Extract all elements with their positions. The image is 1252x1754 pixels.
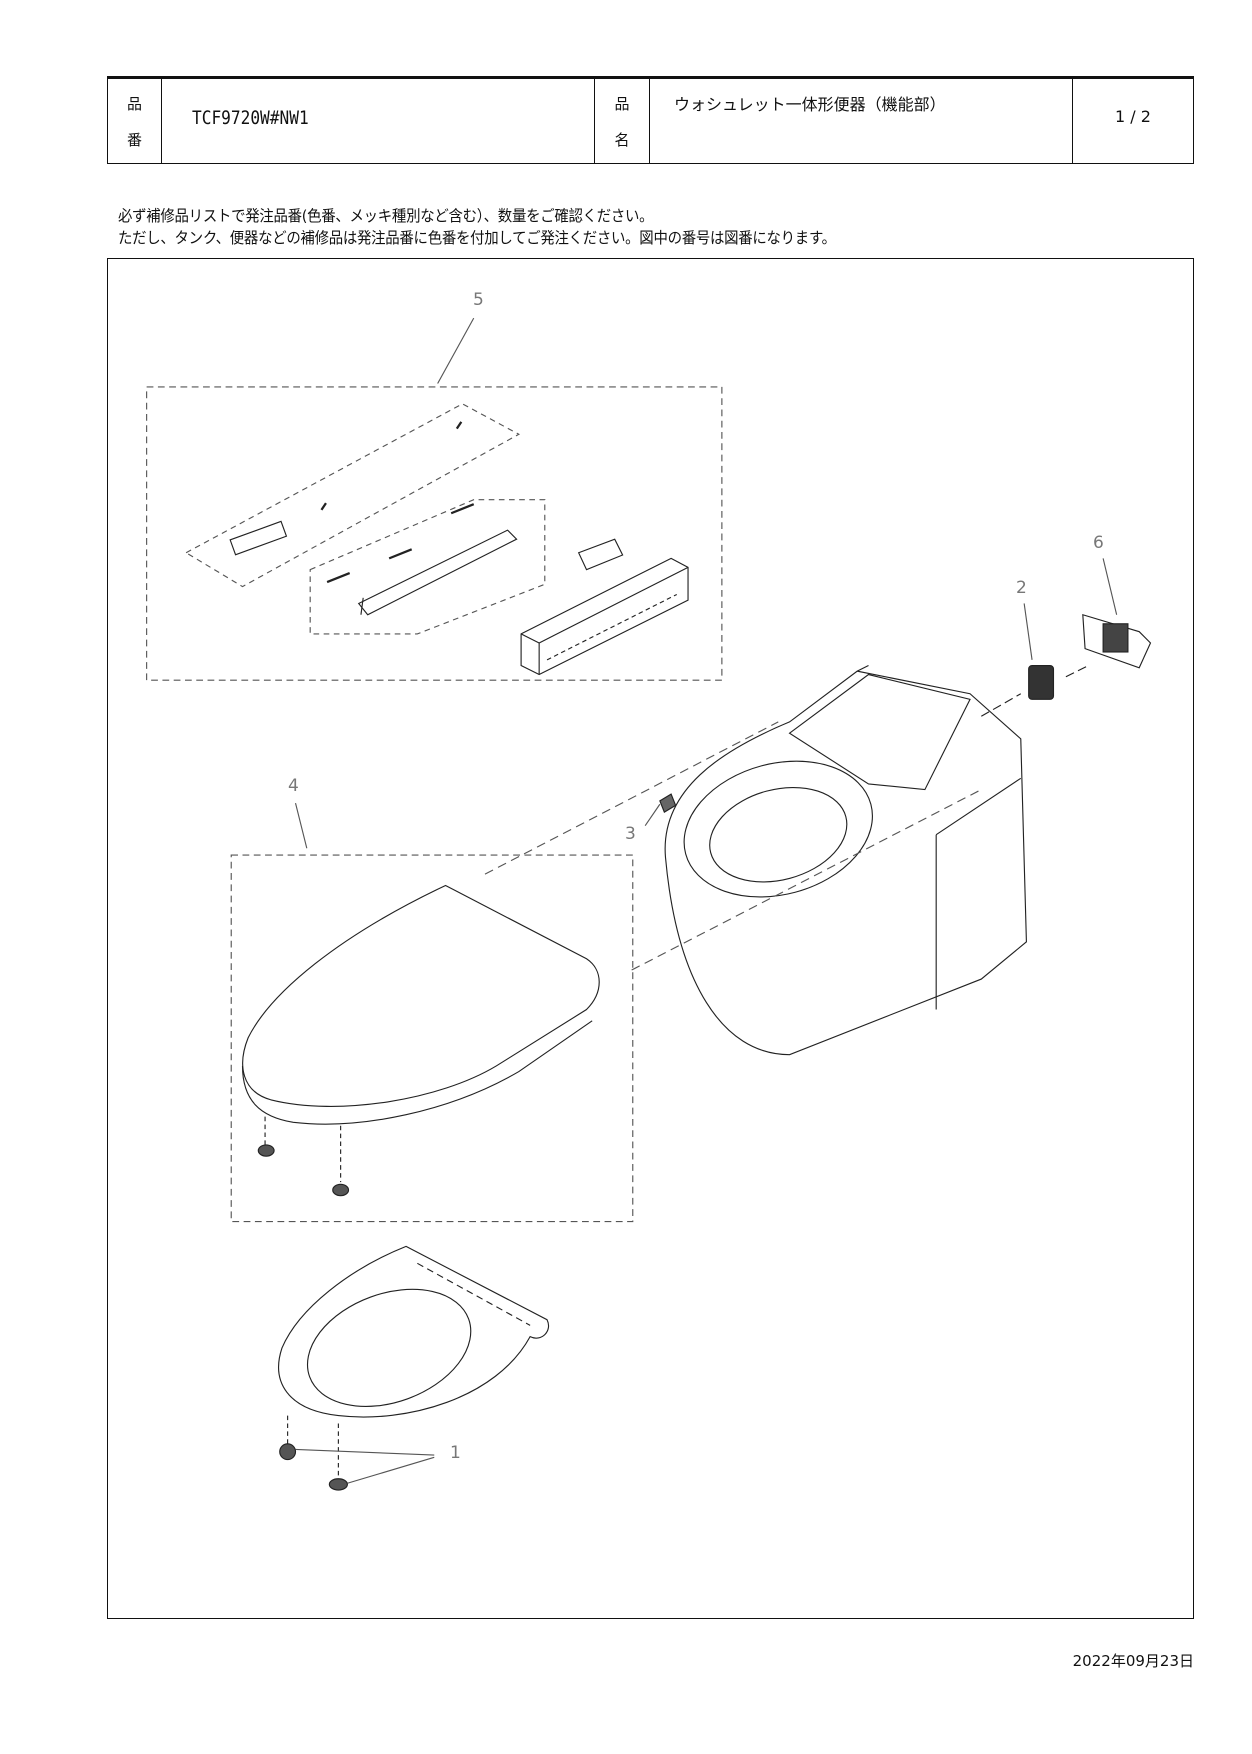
product-name: ウォシュレット一体形便器（機能部） <box>674 95 946 114</box>
callout-1: 1 <box>450 1443 461 1463</box>
callout-5-leader <box>437 317 475 384</box>
issue-date: 2022年09月23日 <box>1072 1652 1194 1670</box>
page-indicator: 1 / 2 <box>1115 107 1151 126</box>
callout-6-leader <box>1102 558 1118 615</box>
part-6-group <box>1082 558 1152 669</box>
title-block: 品 番 TCF9720W#NW1 品 名 ウォシュレット一体形便器（機能部） 1… <box>107 76 1194 164</box>
product-name-label-cell: 品 名 <box>595 79 650 163</box>
callout-4: 4 <box>288 776 299 796</box>
label-char: 番 <box>126 131 142 149</box>
callout-2: 2 <box>1016 578 1027 598</box>
part-5-group <box>146 317 723 681</box>
part-5-dashed-box <box>146 386 723 681</box>
label-char: 名 <box>614 131 630 149</box>
seat-ring <box>278 1245 549 1491</box>
toilet-body <box>484 665 1027 1056</box>
label-char: 品 <box>126 95 142 113</box>
callout-3: 3 <box>625 824 636 844</box>
part-4-group <box>230 802 634 1223</box>
note-line: ただし、タンク、便器などの補修品は発注品番に色番を付加してご発注ください。図中の… <box>118 229 836 247</box>
part-number-label-cell: 品 番 <box>108 79 162 163</box>
callout-5: 5 <box>473 290 484 310</box>
part-number-cell: TCF9720W#NW1 <box>162 79 595 163</box>
part-number: TCF9720W#NW1 <box>192 107 309 129</box>
exploded-diagram-frame <box>107 258 1194 1619</box>
label-char: 品 <box>614 95 630 113</box>
part-2-group <box>981 603 1089 717</box>
product-name-cell: ウォシュレット一体形便器（機能部） <box>650 79 1073 163</box>
callout-6: 6 <box>1093 533 1104 553</box>
note-line: 必ず補修品リストで発注品番(色番、メッキ種別など含む）、数量をご確認ください。 <box>118 207 654 225</box>
